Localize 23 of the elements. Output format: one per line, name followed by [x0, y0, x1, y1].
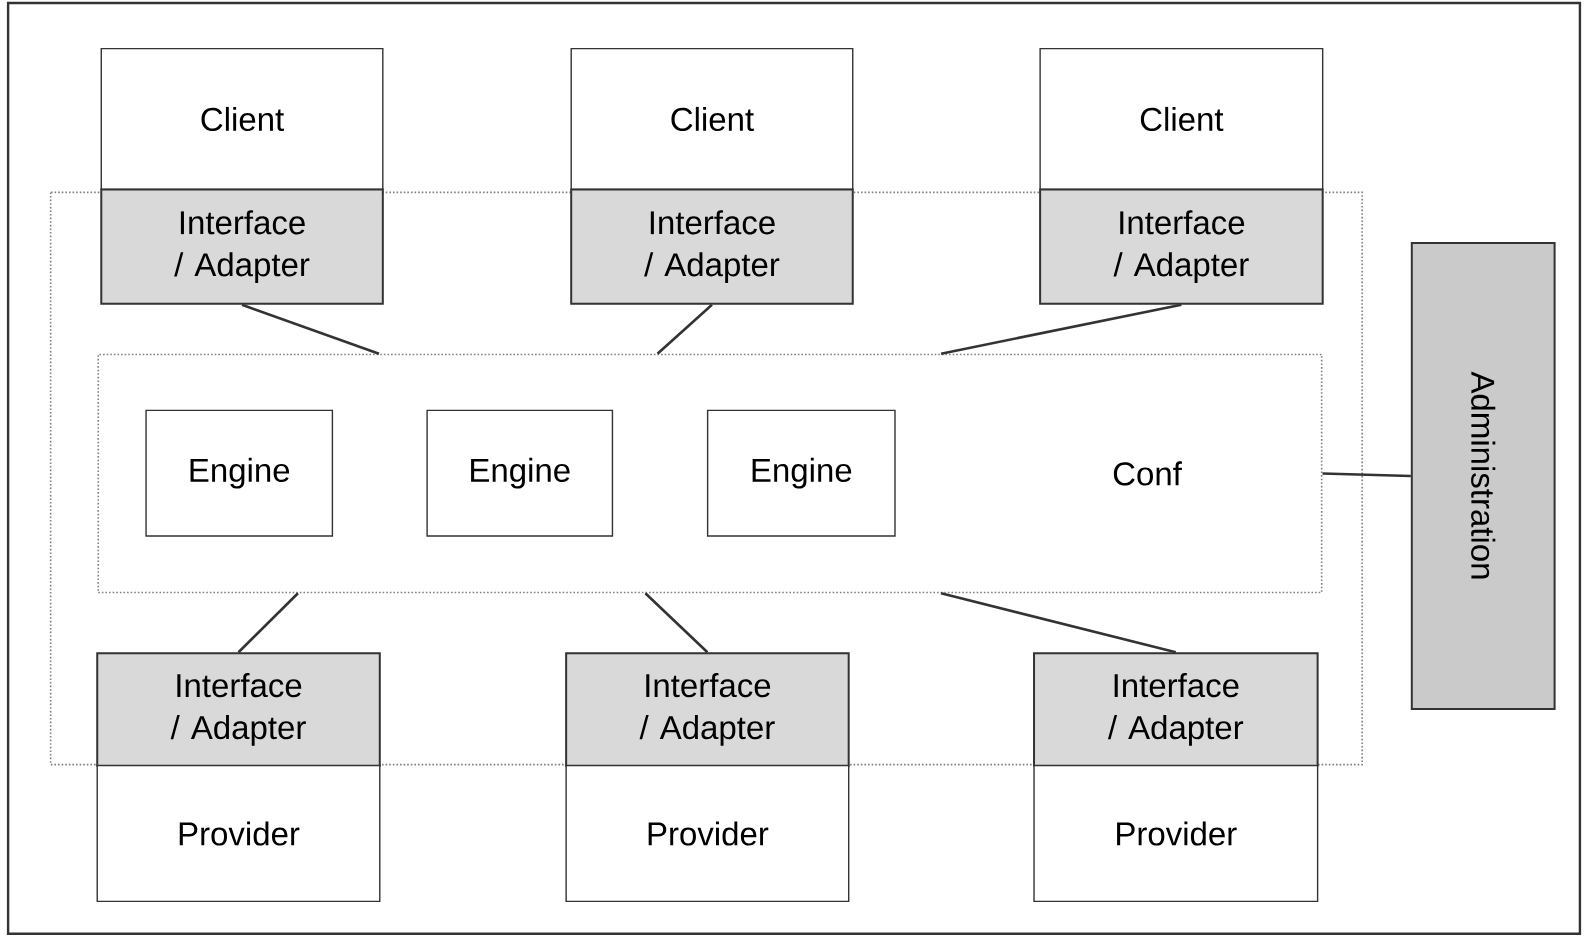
client-box: Client [100, 48, 384, 191]
connector-line [644, 592, 709, 654]
adapter-box: Interface / Adapter [96, 652, 381, 767]
administration-bar: Administration [1410, 242, 1556, 711]
client-box: Client [1039, 48, 1324, 191]
connector-line [237, 592, 299, 654]
connector-line [1322, 472, 1411, 478]
client-box: Client [570, 48, 854, 191]
adapter-box: Interface / Adapter [100, 188, 384, 305]
provider-box: Provider [96, 765, 381, 903]
provider-box: Provider [1033, 765, 1319, 903]
connector-line [940, 303, 1182, 356]
connector-line [656, 303, 713, 355]
adapter-box: Interface / Adapter [1033, 652, 1319, 767]
adapter-box: Interface / Adapter [565, 652, 850, 767]
engine-box: Engine [426, 409, 614, 537]
connector-line [940, 592, 1177, 654]
provider-box: Provider [565, 765, 850, 903]
engine-box: Engine [706, 409, 896, 537]
adapter-box: Interface / Adapter [570, 188, 854, 305]
connector-line [241, 303, 380, 355]
engine-box: Engine [145, 409, 334, 537]
adapter-box: Interface / Adapter [1039, 188, 1324, 305]
